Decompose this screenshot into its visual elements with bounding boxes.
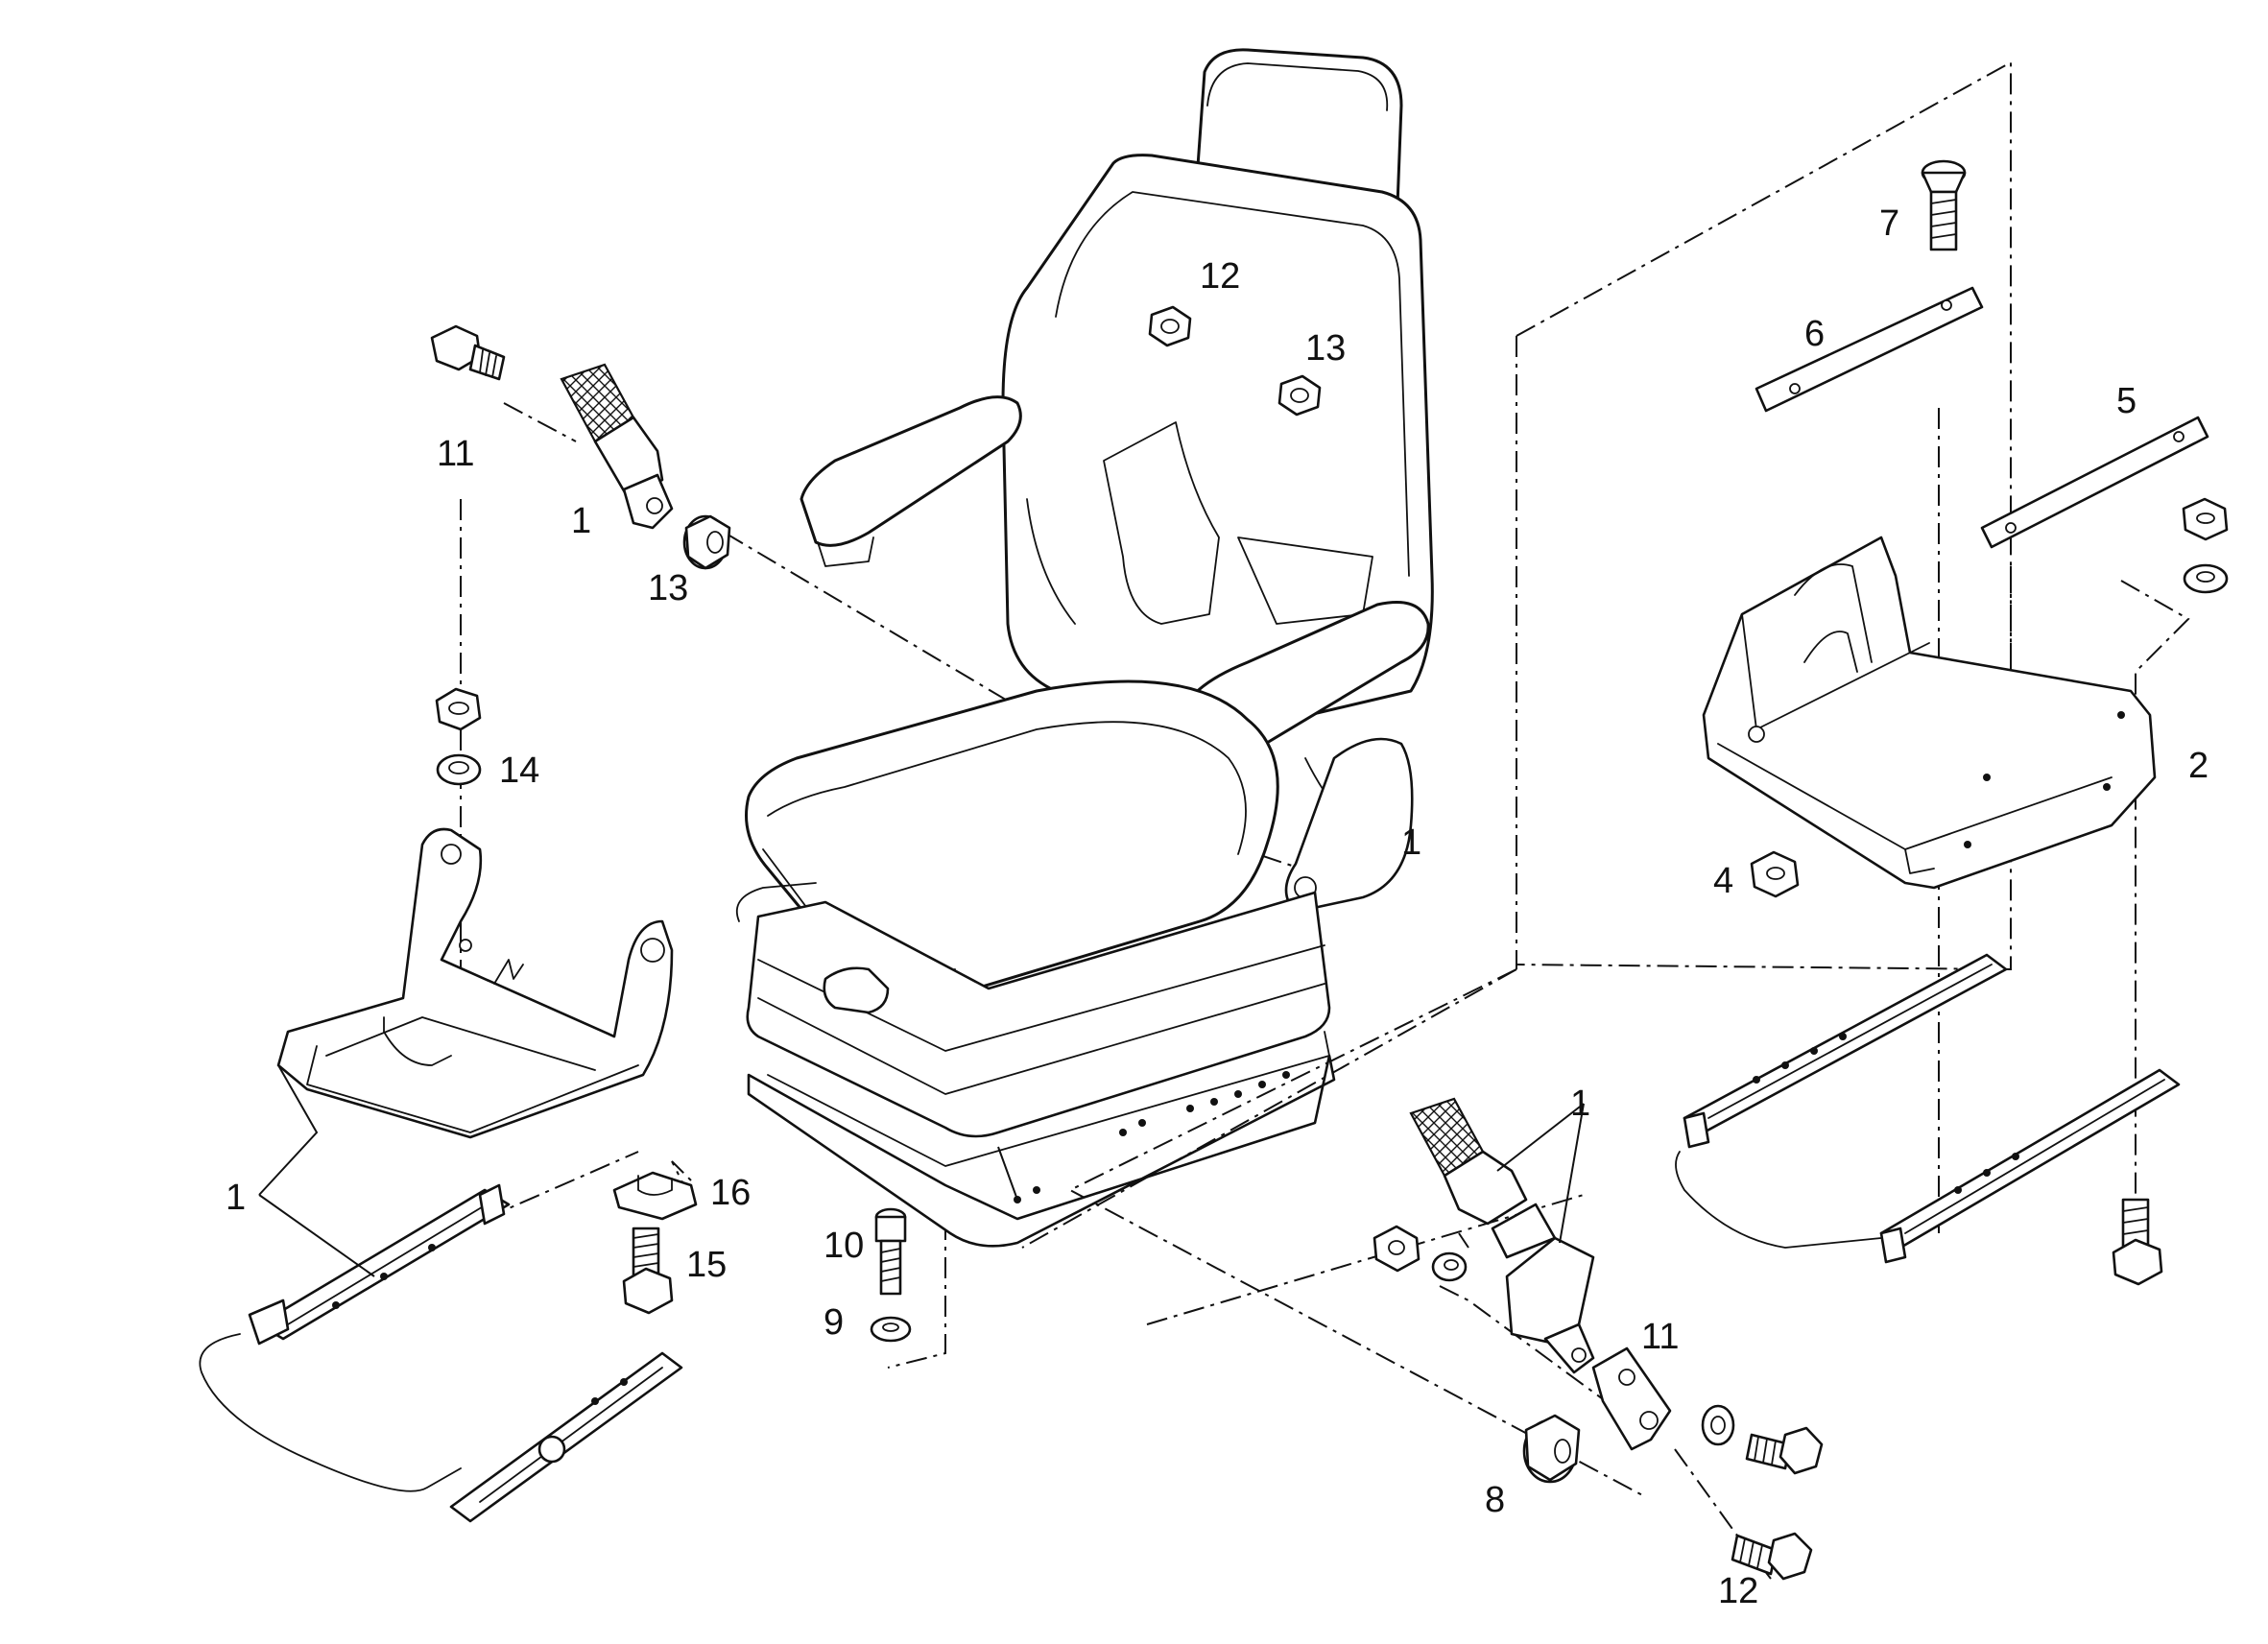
callout-2: 2 <box>2188 746 2208 786</box>
callout-12-right: 13 <box>1305 328 1346 369</box>
armrest-left <box>800 395 1022 547</box>
leader-lines <box>258 1064 1585 1277</box>
rail-assembly-left <box>199 1183 683 1523</box>
callout-9: 10 <box>824 1226 864 1266</box>
nut-12-right <box>1277 374 1322 417</box>
callout-7: 7 <box>1879 203 1899 244</box>
strap-5 <box>1980 416 2209 549</box>
nut-4 <box>1750 850 1800 898</box>
callout-13-left: 13 <box>648 568 688 608</box>
bolt-right-bottom <box>2112 1198 2163 1286</box>
callout-11-right: 12 <box>1718 1571 1758 1611</box>
bracket-2 <box>1702 536 2157 890</box>
spacer-13-left <box>682 514 731 570</box>
callout-13-right: 8 <box>1485 1480 1505 1520</box>
callout-1-seat-side: 1 <box>1401 822 1421 863</box>
nut-14 <box>435 687 482 786</box>
callout-1-armrest-belt-left: 1 <box>571 501 591 541</box>
callout-4: 4 <box>1713 861 1733 901</box>
bolt-11-left <box>430 324 506 381</box>
washer-right <box>1701 1404 1735 1446</box>
base-holes <box>1014 1071 1290 1203</box>
washer-8 <box>870 1316 912 1343</box>
callout-15: 15 <box>686 1245 727 1285</box>
callout-11-left: 11 <box>437 434 474 474</box>
callout-8: 9 <box>824 1302 844 1343</box>
bolt-15 <box>622 1227 674 1315</box>
seat-bracket-left <box>276 827 674 1139</box>
callout-12-left: 12 <box>1200 256 1240 297</box>
callout-1-belt-buckle-right: 1 <box>1570 1084 1590 1124</box>
rail-assembly-right <box>1675 953 2181 1264</box>
nut-washer-right-top <box>2182 497 2229 594</box>
callouts: 12 13 11 1 13 14 1 1 16 15 10 9 1 11 8 1… <box>226 203 2208 1611</box>
callout-14: 14 <box>499 751 539 791</box>
bolt-right-upper <box>1745 1426 1824 1475</box>
callout-16: 16 <box>710 1173 751 1213</box>
strap-6 <box>1755 286 1984 413</box>
screw-7 <box>1921 159 1967 251</box>
nut-and-washer-right <box>1373 1225 1468 1282</box>
bolt-9 <box>874 1207 907 1296</box>
bracket-10 <box>1591 1346 1672 1451</box>
callout-5: 5 <box>2116 381 2137 421</box>
bolt-11-right <box>1731 1532 1813 1581</box>
suspension-base <box>746 891 1331 1138</box>
seat-assembly <box>735 48 1434 1248</box>
backrest <box>1001 154 1434 731</box>
nut-12-left <box>1148 305 1192 347</box>
callout-10: 11 <box>1641 1317 1679 1357</box>
spacer-13-right <box>1522 1414 1581 1484</box>
belt-tongue-left <box>560 363 674 530</box>
callout-6: 6 <box>1804 314 1825 354</box>
belt-buckle-right <box>1409 1097 1595 1374</box>
callout-1-base-rails: 1 <box>226 1178 246 1218</box>
clip-16 <box>612 1171 698 1221</box>
